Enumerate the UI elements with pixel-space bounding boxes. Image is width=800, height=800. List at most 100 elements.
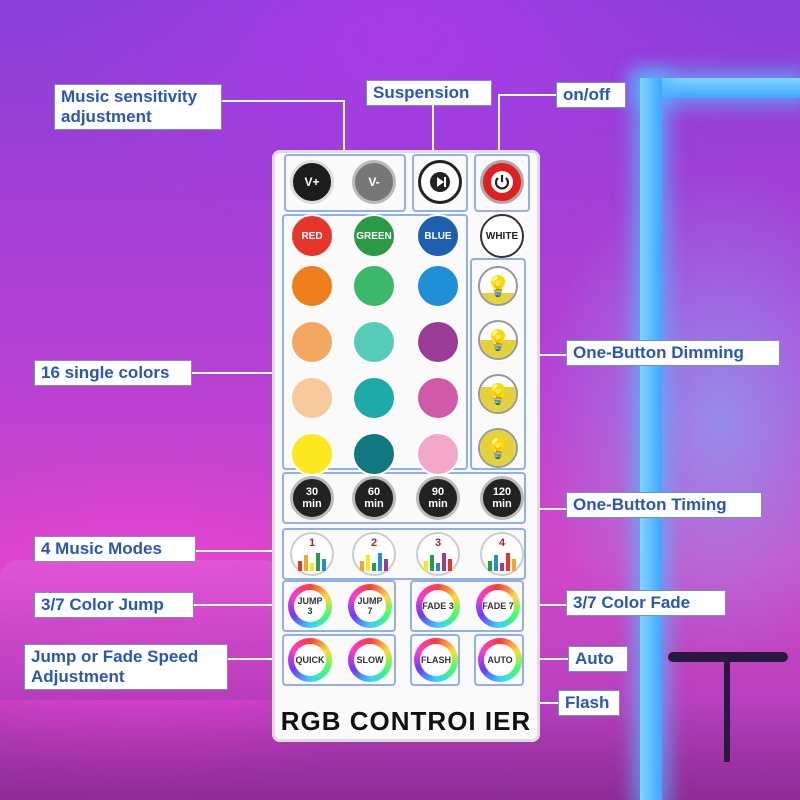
group-speed — [282, 634, 396, 686]
group-power — [474, 154, 530, 212]
music-mode-button[interactable]: 3 — [416, 532, 460, 576]
color-swatch-button[interactable] — [290, 432, 334, 476]
group-suspension — [412, 154, 468, 212]
equalizer-icon — [298, 549, 326, 571]
leader-line — [498, 94, 500, 156]
leader-line — [228, 658, 284, 660]
group-music-modes — [282, 528, 526, 580]
color-blue-button[interactable]: BLUE — [416, 214, 460, 258]
jump-7-button[interactable]: JUMP 7 — [348, 584, 392, 628]
color-swatch-button[interactable] — [290, 320, 334, 364]
callout-music-sensitivity: Music sensitivity adjustment — [54, 84, 222, 130]
color-swatch-button[interactable] — [352, 432, 396, 476]
led-strip-top — [640, 78, 800, 98]
group-auto — [474, 634, 524, 686]
leader-line — [222, 100, 344, 102]
leader-line — [524, 508, 566, 510]
callout-auto: Auto — [568, 646, 628, 672]
brand-title: RGB CONTROI IER — [280, 706, 532, 736]
volume-down-button[interactable]: V- — [352, 160, 396, 204]
music-mode-number: 2 — [370, 536, 378, 549]
color-swatch-button[interactable] — [352, 264, 396, 308]
dimming-button[interactable]: 💡 — [478, 266, 518, 306]
slow-button[interactable]: SLOW — [348, 638, 392, 682]
color-swatch-button[interactable] — [416, 320, 460, 364]
music-mode-button[interactable]: 4 — [480, 532, 524, 576]
leader-line — [192, 372, 284, 374]
group-dimming — [470, 258, 526, 470]
timer-unit: min — [428, 498, 448, 510]
callout-single-colors: 16 single colors — [34, 360, 192, 386]
dimming-level-fill — [480, 386, 516, 412]
music-mode-number: 4 — [498, 536, 506, 549]
quick-button[interactable]: QUICK — [288, 638, 332, 682]
music-mode-number: 1 — [308, 536, 316, 549]
play-pause-button[interactable] — [418, 160, 462, 204]
callout-color-fade: 3/7 Color Fade — [566, 590, 726, 616]
color-swatch-button[interactable] — [290, 376, 334, 420]
leader-line — [524, 604, 566, 606]
side-table — [668, 652, 788, 662]
dimming-level-fill — [480, 340, 516, 358]
color-swatch-button[interactable] — [352, 320, 396, 364]
bulb-icon: 💡 — [485, 437, 511, 460]
power-icon — [491, 171, 513, 193]
dimming-level-fill — [480, 293, 516, 304]
color-white-button[interactable]: WHITE — [480, 214, 524, 258]
color-red-button[interactable]: RED — [290, 214, 334, 258]
dimming-button[interactable]: 💡 — [478, 374, 518, 414]
volume-up-button[interactable]: V+ — [290, 160, 334, 204]
leader-line — [196, 550, 284, 552]
callout-speed-adjustment: Jump or Fade Speed Adjustment — [24, 644, 228, 690]
dimming-level-fill — [480, 430, 516, 466]
timer-unit: min — [492, 498, 512, 510]
timer-value: 60 — [367, 486, 381, 498]
callout-color-jump: 3/7 Color Jump — [34, 592, 194, 618]
color-swatch-button[interactable] — [290, 264, 334, 308]
bulb-icon: 💡 — [485, 383, 511, 406]
music-mode-button[interactable]: 2 — [352, 532, 396, 576]
color-swatch-button[interactable] — [416, 432, 460, 476]
timer-value: 120 — [492, 486, 512, 498]
group-music-sensitivity — [284, 154, 406, 212]
color-green-button[interactable]: GREEN — [352, 214, 396, 258]
timer-value: 30 — [305, 486, 319, 498]
equalizer-icon — [360, 549, 388, 571]
side-table-leg — [724, 662, 730, 762]
music-mode-button[interactable]: 1 — [290, 532, 334, 576]
callout-music-modes: 4 Music Modes — [34, 536, 196, 562]
color-swatch-button[interactable] — [416, 264, 460, 308]
group-fade — [410, 580, 524, 632]
timer-unit: min — [364, 498, 384, 510]
callout-dimming: One-Button Dimming — [566, 340, 780, 366]
group-flash — [410, 634, 460, 686]
leader-line — [343, 100, 345, 156]
equalizer-icon — [424, 549, 452, 571]
power-button[interactable] — [480, 160, 524, 204]
leader-line — [498, 94, 556, 96]
timer-unit: min — [302, 498, 322, 510]
leader-line — [432, 104, 434, 156]
callout-on-off: on/off — [556, 82, 626, 108]
bulb-icon: 💡 — [485, 275, 511, 298]
color-swatch-button[interactable] — [416, 376, 460, 420]
dimming-button[interactable]: 💡 — [478, 428, 518, 468]
music-mode-number: 3 — [434, 536, 442, 549]
group-timing — [282, 472, 526, 524]
dimming-button[interactable]: 💡 — [478, 320, 518, 360]
color-swatch-button[interactable] — [352, 376, 396, 420]
callout-timing: One-Button Timing — [566, 492, 762, 518]
flash-button[interactable]: FLASH — [414, 638, 458, 682]
auto-button[interactable]: AUTO — [478, 638, 522, 682]
jump-3-button[interactable]: JUMP 3 — [288, 584, 332, 628]
fade-7-button[interactable]: FADE 7 — [476, 584, 520, 628]
leader-line — [528, 354, 566, 356]
leader-line — [194, 604, 284, 606]
leader-line — [524, 658, 568, 660]
fade-3-button[interactable]: FADE 3 — [416, 584, 460, 628]
